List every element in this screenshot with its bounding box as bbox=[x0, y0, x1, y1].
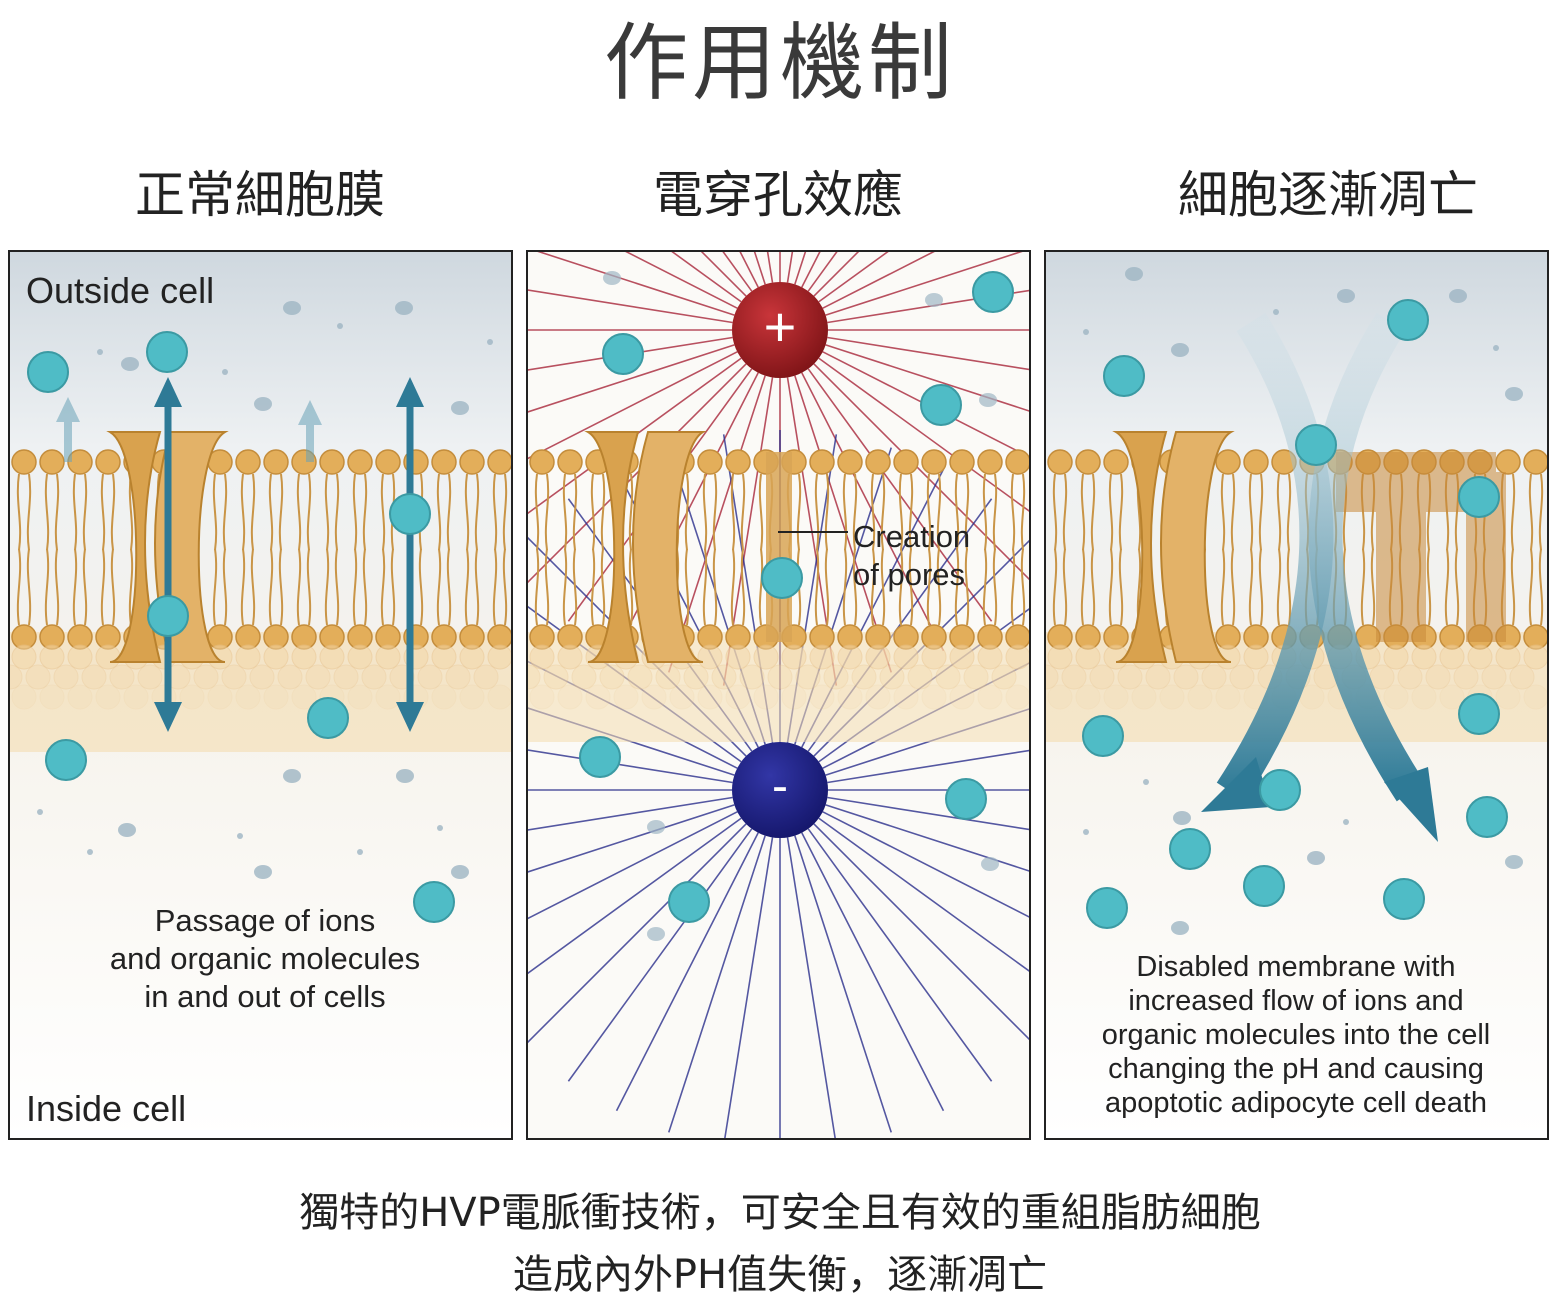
inflow-arrows bbox=[1201, 312, 1438, 842]
pores-label: Creation of pores bbox=[853, 519, 971, 592]
negative-electrode bbox=[732, 742, 828, 838]
small-particles bbox=[603, 271, 999, 941]
caption-line-2: 造成內外PH值失衡，逐漸凋亡 bbox=[512, 1252, 1048, 1298]
lipid-bilayer bbox=[528, 449, 1029, 710]
negative-symbol: - bbox=[772, 760, 788, 813]
ions bbox=[27, 331, 455, 923]
panel-heading-apoptosis: 細胞逐漸凋亡 bbox=[1178, 166, 1478, 224]
caption-line-1: 獨特的HVP電脈衝技術，可安全且有效的重組脂肪細胞 bbox=[299, 1190, 1261, 1236]
electroporation-illustration bbox=[528, 252, 1029, 1138]
membrane-shadow bbox=[10, 632, 511, 752]
panel-normal-membrane: Outside cell Inside cell Passage of ions… bbox=[8, 250, 513, 1140]
positive-symbol: + bbox=[763, 295, 797, 358]
panel-apoptosis: Disabled membrane with increased flow of… bbox=[1044, 250, 1549, 1140]
transport-arrow-right bbox=[396, 377, 424, 732]
normal-membrane-illustration bbox=[10, 252, 511, 1138]
passage-description: Passage of ions and organic molecules in… bbox=[109, 903, 421, 1014]
apoptosis-description: Disabled membrane with increased flow of… bbox=[1101, 951, 1491, 1119]
ions bbox=[579, 271, 1014, 923]
pore bbox=[766, 452, 848, 642]
main-title: 作用機制 bbox=[603, 14, 956, 112]
ions bbox=[1082, 299, 1508, 929]
panel-heading-normal: 正常細胞膜 bbox=[135, 166, 385, 224]
small-particles bbox=[1083, 267, 1523, 935]
panel-heading-electroporation: 電穿孔效應 bbox=[653, 166, 903, 224]
inside-cell-label: Inside cell bbox=[26, 1088, 187, 1129]
positive-electrode bbox=[732, 282, 828, 378]
small-particles bbox=[37, 301, 493, 879]
faint-arrows bbox=[56, 397, 322, 462]
panel-electroporation: + - Creation of pores bbox=[526, 250, 1031, 1140]
channel-protein bbox=[1112, 431, 1235, 663]
channel-protein bbox=[584, 431, 707, 663]
apoptosis-illustration bbox=[1046, 252, 1547, 1138]
outside-cell-label: Outside cell bbox=[26, 270, 215, 311]
transport-arrow-left bbox=[154, 377, 182, 732]
